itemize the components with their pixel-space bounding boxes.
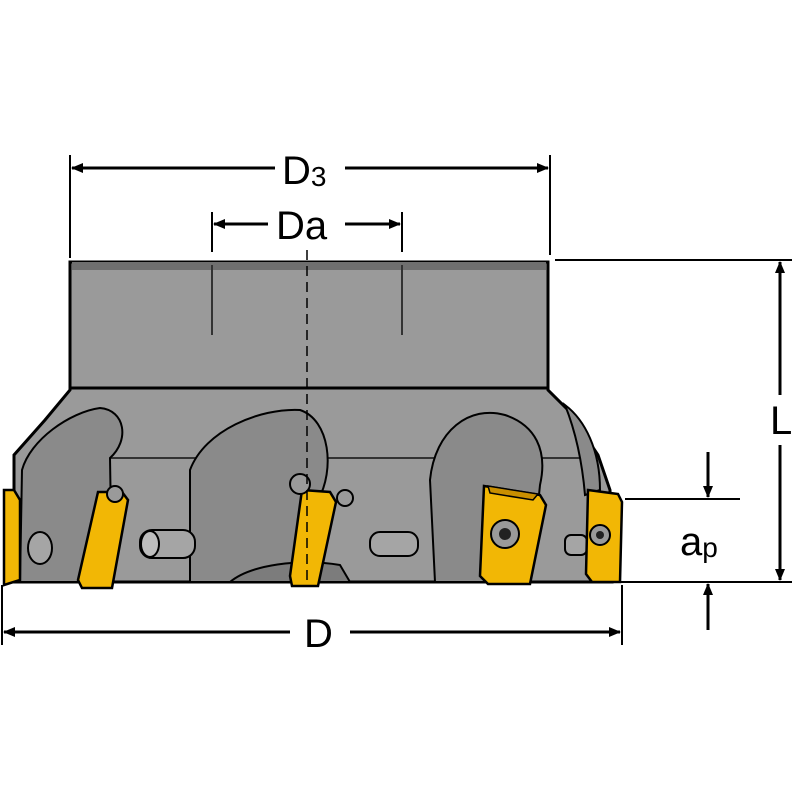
dimension-ap: ap [625,452,740,630]
dimension-l: L [555,259,792,583]
screw-right [564,534,588,556]
da-label: Da [276,204,328,248]
ap-subscript: p [702,532,718,563]
screw-far-left [27,531,53,565]
insert-center [288,488,338,588]
dimension-d3: D3 [69,149,551,258]
d3-label: D [282,149,311,193]
svg-text:ap: ap [680,520,718,564]
top-band [72,262,546,270]
insert-right-screw-socket [499,528,511,540]
l-label: L [770,399,792,443]
d-label: D [304,612,333,656]
insert-left-screw [106,485,124,503]
insert-right-top [486,485,540,501]
ap-label: a [680,520,703,564]
svg-text:D3: D3 [282,149,326,193]
screw-center [369,531,419,557]
insert-far-right-socket [596,531,604,539]
insert-center-screw [289,473,311,495]
d3-subscript: 3 [311,161,327,192]
dimension-d: D [1,585,623,656]
screw-left-head [140,530,160,558]
dimension-da: Da [211,204,403,252]
insert-far-left [2,488,22,587]
insert-center-screw-2 [336,489,354,507]
inserts [2,473,624,590]
screws [27,529,588,565]
